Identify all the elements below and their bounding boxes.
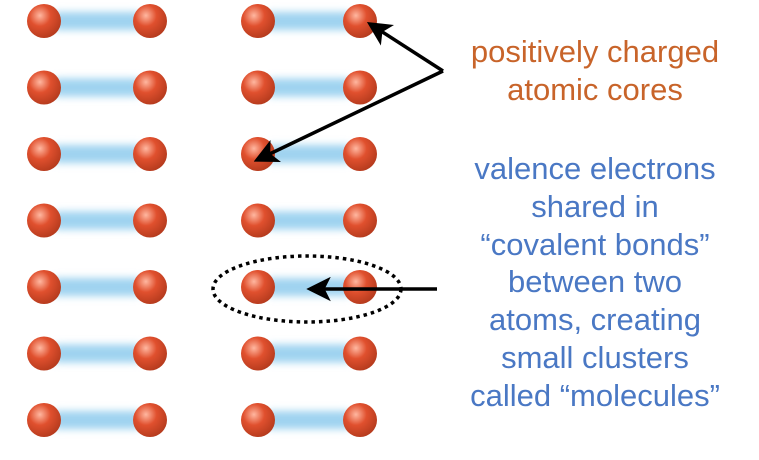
molecule [241,70,377,105]
atomic-core [241,270,275,304]
atomic-core [133,203,167,238]
molecule [241,137,377,171]
molecule [27,270,167,304]
atomic-core [133,70,167,105]
molecule [27,4,167,38]
atomic-core [27,203,61,238]
covalent-bond [50,344,144,363]
covalent-bond [264,145,354,163]
annotations [211,22,444,324]
molecule [241,4,377,38]
label-atomic-cores: positively charged atomic cores [470,34,720,107]
atomic-core [133,336,167,371]
atomic-core [343,4,377,38]
covalent-bond [264,78,354,97]
label-valence-electrons: valence electrons shared in “covalent bo… [470,151,720,413]
atomic-core [133,270,167,304]
covalent-bond [264,278,354,296]
covalent-bond [50,211,144,230]
atomic-core [133,403,167,437]
covalent-bond [50,278,144,296]
covalent-bond [50,411,144,429]
molecule [27,203,167,238]
atomic-core [343,270,377,304]
atomic-core [27,270,61,304]
atomic-core [27,137,61,171]
atomic-core [241,336,275,371]
atomic-core [343,137,377,171]
atomic-core [133,137,167,171]
atomic-core [27,336,61,371]
covalent-bond [50,145,144,163]
molecule [241,270,377,304]
molecule [27,403,167,437]
atomic-core [241,203,275,238]
molecule [241,336,377,371]
arrow-to-left-core [253,69,444,163]
covalent-bond [50,12,144,30]
molecule [27,336,167,371]
molecule-grid [27,4,377,437]
atomic-core [27,4,61,38]
covalent-bond [264,211,354,230]
covalent-bond [264,344,354,363]
molecule [27,70,167,105]
atomic-core [133,4,167,38]
atomic-core [343,70,377,105]
covalent-bond [264,12,354,30]
molecule [241,203,377,238]
atomic-core [27,70,61,105]
atomic-core [343,336,377,371]
covalent-bond [264,411,354,429]
molecule [27,137,167,171]
covalent-bond [50,78,144,97]
atomic-core [241,70,275,105]
atomic-core [27,403,61,437]
atomic-core [343,203,377,238]
atomic-core [241,403,275,437]
atomic-core [343,403,377,437]
arrow-to-top-core [366,22,444,73]
molecule [241,403,377,437]
atomic-core [241,4,275,38]
